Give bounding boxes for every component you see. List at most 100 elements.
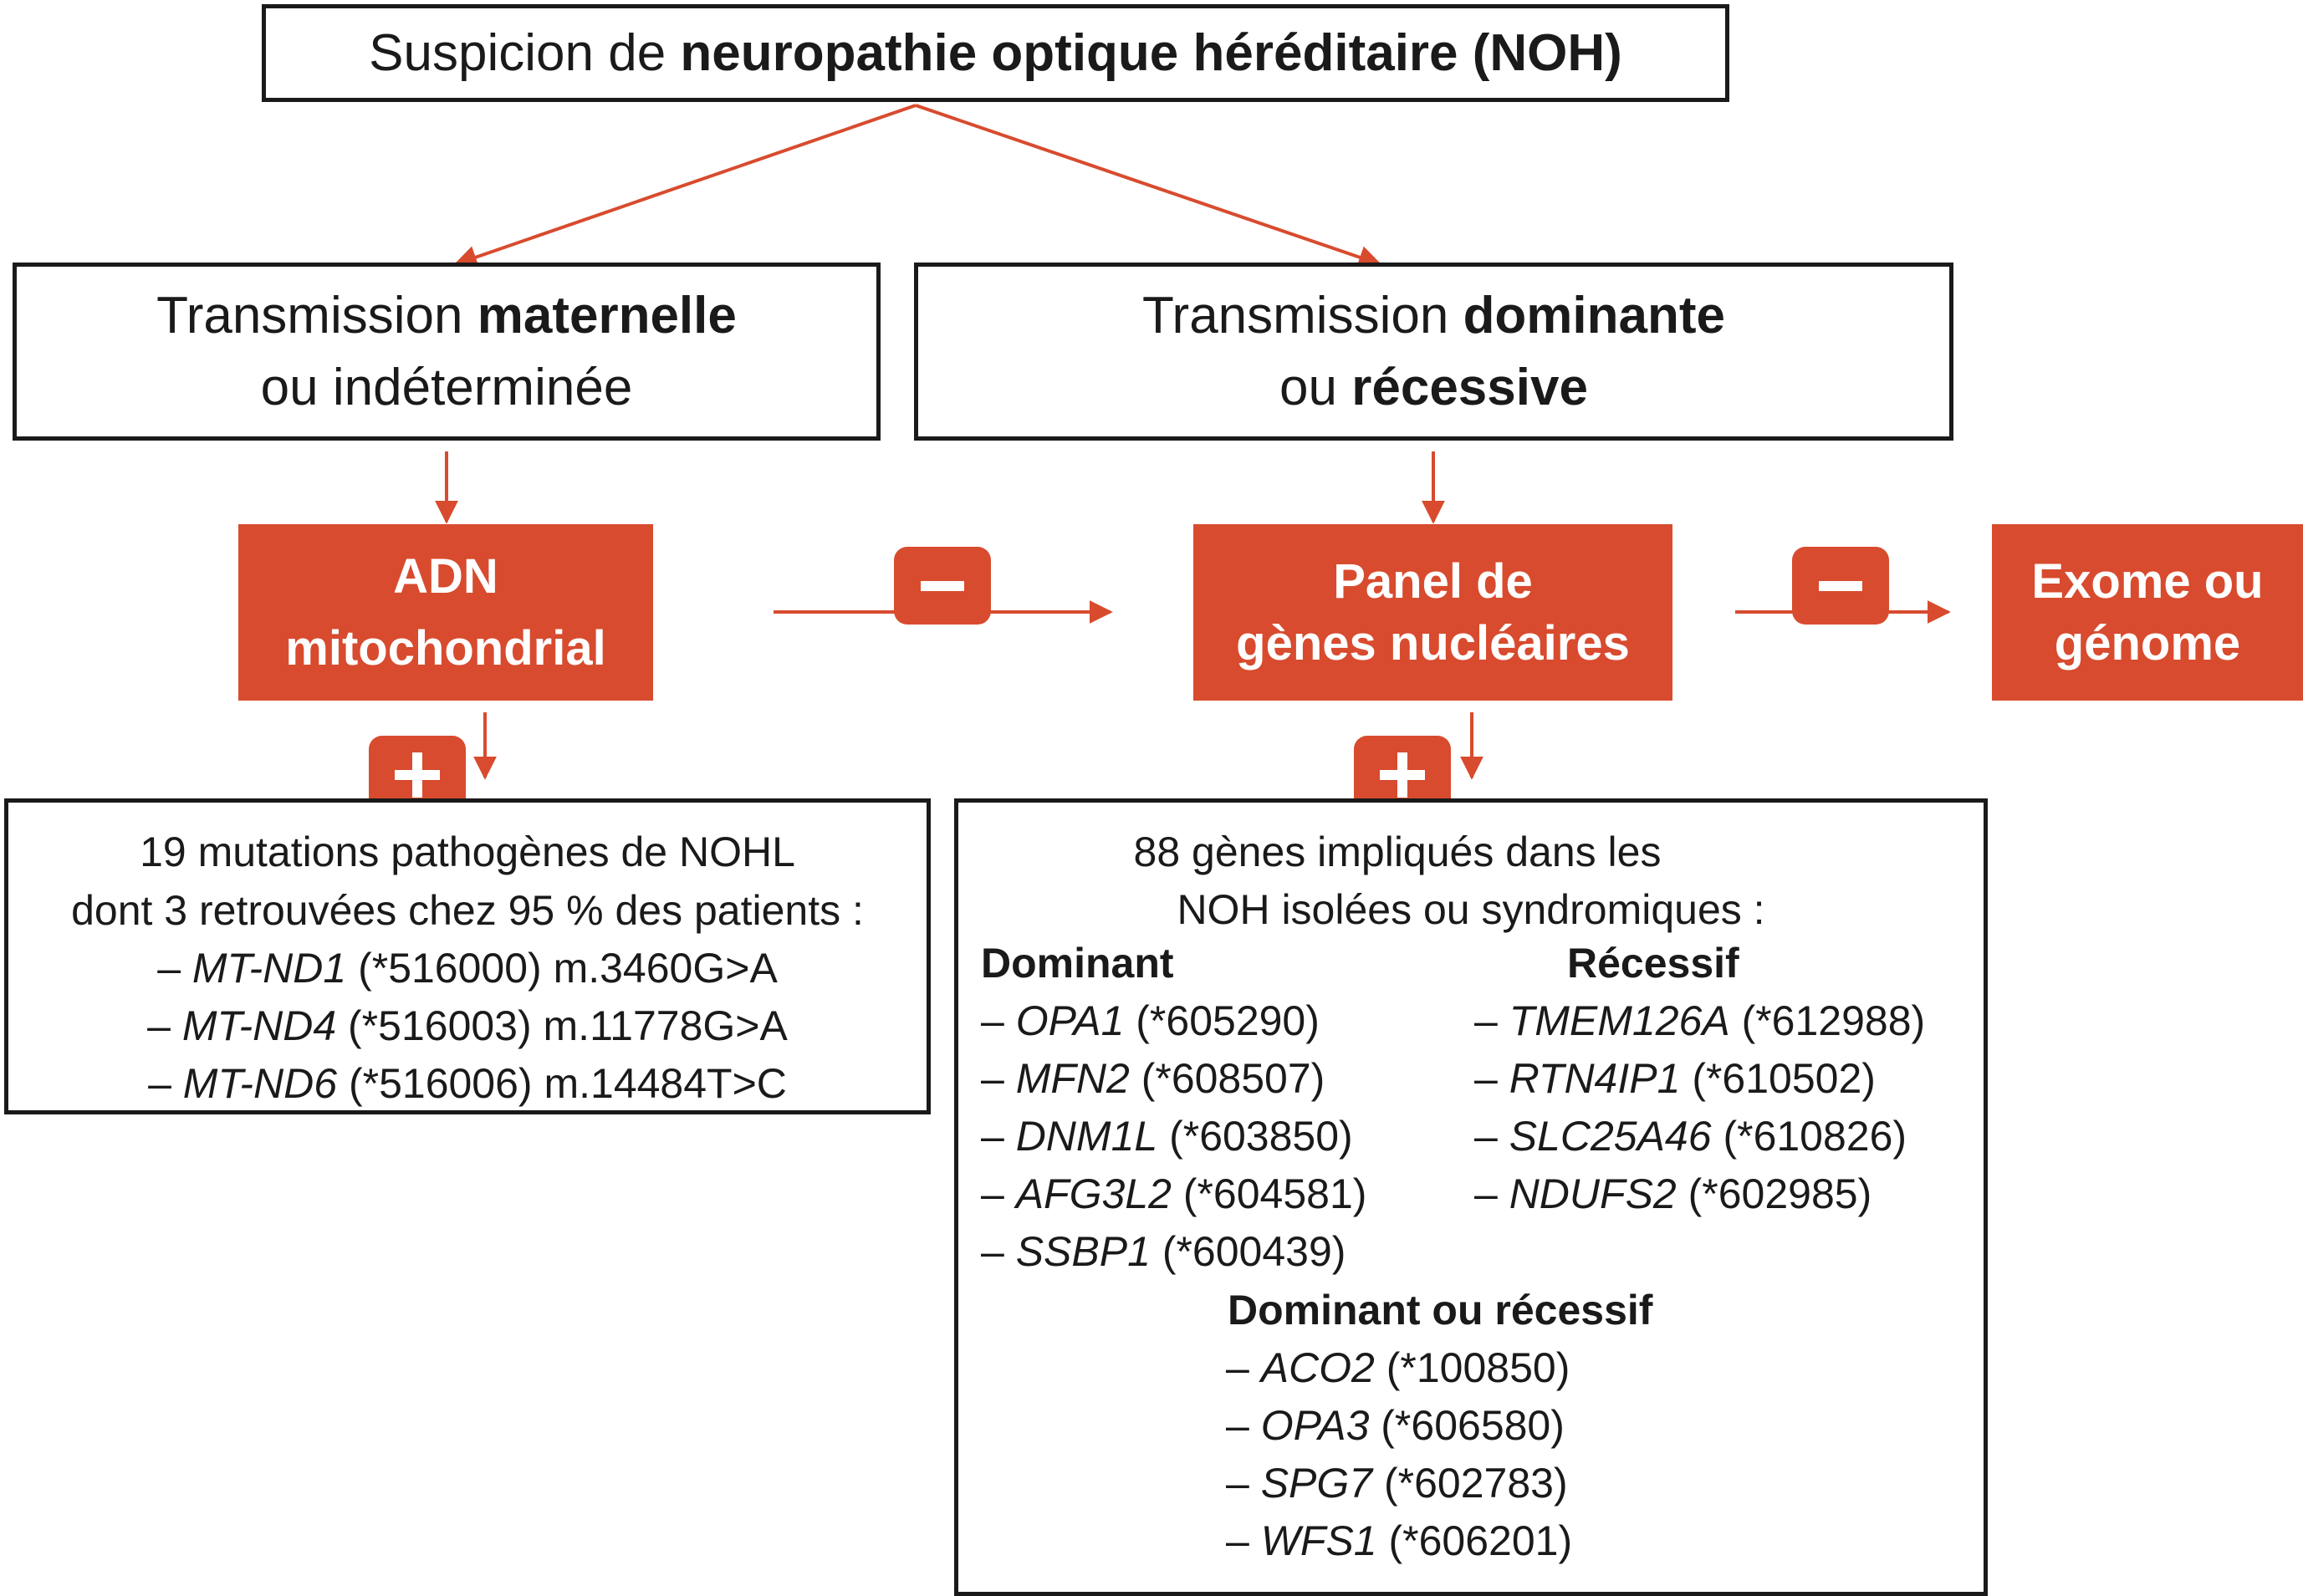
gene-detail: (*610826) — [1711, 1113, 1907, 1160]
adn-line2: mitochondrial — [285, 620, 606, 676]
gene-detail: (*516003) m.11778G>A — [336, 1002, 788, 1049]
list-dash: – — [1226, 1344, 1261, 1391]
gene-item: – SLC25A46 (*610826) — [1474, 1108, 1925, 1165]
gene-detail: (*606201) — [1376, 1517, 1573, 1564]
dominant-or-recessive-gene-list: – ACO2 (*100850)– OPA3 (*606580)– SPG7 (… — [1226, 1339, 1572, 1570]
gene-item: – WFS1 (*606201) — [1226, 1512, 1572, 1570]
list-dash: – — [981, 1113, 1016, 1160]
dominant-line2-prefix: ou — [1279, 358, 1352, 416]
mito-line2: dont 3 retrouvées chez 95 % des patients… — [71, 887, 864, 934]
minus-icon — [921, 580, 964, 591]
gene-name: SSBP1 — [1015, 1228, 1151, 1275]
gene-name: RTN4IP1 — [1509, 1055, 1681, 1102]
gene-name: ACO2 — [1260, 1344, 1375, 1391]
gene-detail: (*516000) m.3460G>A — [346, 945, 778, 992]
mito-result-box: 19 mutations pathogènes de NOHL dont 3 r… — [4, 798, 931, 1114]
arrow-top-to-dominant — [915, 104, 1382, 269]
gene-detail: (*604581) — [1171, 1170, 1367, 1217]
list-dash: – — [157, 945, 192, 992]
nuclear-line2: NOH isolées ou syndromiques : — [1177, 886, 1765, 933]
gene-item: – NDUFS2 (*602985) — [1474, 1165, 1925, 1223]
minus-icon — [1819, 580, 1862, 591]
gene-detail: (*610502) — [1680, 1055, 1876, 1102]
gene-name: SPG7 — [1260, 1460, 1373, 1507]
gene-item: – MFN2 (*608507) — [981, 1050, 1366, 1108]
gene-name: NDUFS2 — [1509, 1170, 1677, 1217]
recessive-title: Récessif — [1567, 940, 1739, 987]
maternal-transmission-box: Transmission maternelle ou indéterminée — [13, 263, 881, 441]
list-dash: – — [1474, 1055, 1509, 1102]
dominant-line2-bold: récessive — [1351, 358, 1588, 416]
list-dash: – — [981, 1055, 1016, 1102]
gene-name: SLC25A46 — [1509, 1113, 1712, 1160]
gene-name: MT-ND1 — [191, 945, 347, 992]
gene-item: – OPA3 (*606580) — [1226, 1397, 1572, 1455]
gene-item: – SPG7 (*602783) — [1226, 1455, 1572, 1512]
recessive-gene-list: – TMEM126A (*612988)– RTN4IP1 (*610502)–… — [1474, 992, 1925, 1223]
gene-name: MFN2 — [1015, 1055, 1130, 1102]
gene-detail: (*612988) — [1729, 997, 1926, 1044]
gene-name: MT-ND6 — [182, 1060, 338, 1107]
gene-detail: (*600439) — [1150, 1228, 1346, 1275]
gene-item: – OPA1 (*605290) — [981, 992, 1366, 1050]
list-dash: – — [981, 1228, 1016, 1275]
gene-detail: (*602783) — [1372, 1460, 1568, 1507]
gene-detail: (*605290) — [1124, 997, 1320, 1044]
maternal-line1: Transmission maternelle — [156, 280, 737, 352]
panel-line1: Panel de — [1333, 553, 1533, 609]
maternal-prefix: Transmission — [156, 286, 477, 344]
plus-icon-v — [1397, 752, 1407, 798]
dominant-transmission-box: Transmission dominante ou récessive — [914, 263, 1953, 441]
gene-name: OPA1 — [1015, 997, 1125, 1044]
gene-item: – RTN4IP1 (*610502) — [1474, 1050, 1925, 1108]
suspicion-text: Suspicion de neuropathie optique hérédit… — [369, 23, 1622, 83]
suspicion-box: Suspicion de neuropathie optique hérédit… — [262, 4, 1729, 102]
exome-line2: génome — [2054, 615, 2241, 671]
list-dash: – — [1474, 997, 1509, 1044]
gene-name: AFG3L2 — [1015, 1170, 1172, 1217]
panel-line2: gènes nucléaires — [1236, 615, 1630, 671]
exome-line1: Exome ou — [2031, 553, 2264, 609]
gene-name: DNM1L — [1015, 1113, 1158, 1160]
list-dash: – — [148, 1060, 183, 1107]
suspicion-bold: neuropathie optique héréditaire (NOH) — [680, 24, 1622, 82]
gene-name: OPA3 — [1260, 1402, 1370, 1449]
minus-badge-1 — [894, 547, 991, 625]
gene-name: WFS1 — [1260, 1517, 1377, 1564]
list-dash: – — [981, 1170, 1016, 1217]
gene-name: MT-ND4 — [181, 1002, 337, 1049]
list-dash: – — [1226, 1402, 1261, 1449]
arrow-top-to-maternal — [453, 104, 917, 269]
plus-icon-v — [412, 752, 422, 798]
gene-detail: (*608507) — [1129, 1055, 1325, 1102]
gene-item: – DNM1L (*603850) — [981, 1108, 1366, 1165]
minus-badge-2 — [1792, 547, 1889, 625]
suspicion-prefix: Suspicion de — [369, 24, 681, 82]
list-dash: – — [1226, 1460, 1261, 1507]
gene-detail: (*516006) m.14484T>C — [337, 1060, 787, 1107]
dominant-prefix: Transmission — [1141, 286, 1463, 344]
gene-name: TMEM126A — [1509, 997, 1730, 1044]
list-dash: – — [981, 997, 1016, 1044]
panel-genes-box: Panel de gènes nucléaires — [1193, 524, 1672, 701]
gene-detail: (*602985) — [1676, 1170, 1872, 1217]
dominant-line2: ou récessive — [1142, 352, 1725, 424]
dominant-title: Dominant — [981, 940, 1174, 987]
adn-mitochondrial-box: ADN mitochondrial — [238, 524, 653, 701]
list-dash: – — [1226, 1517, 1261, 1564]
adn-line1: ADN — [393, 548, 498, 604]
list-dash: – — [147, 1002, 182, 1049]
nuclear-line1: 88 gènes impliqués dans les — [1133, 829, 1662, 875]
mutation-item: – MT-ND4 (*516003) m.11778G>A — [8, 997, 927, 1055]
maternal-bold: maternelle — [477, 286, 737, 344]
mito-line1: 19 mutations pathogènes de NOHL — [140, 829, 795, 875]
gene-detail: (*100850) — [1374, 1344, 1570, 1391]
mutation-item: – MT-ND1 (*516000) m.3460G>A — [8, 940, 927, 997]
gene-detail: (*606580) — [1369, 1402, 1565, 1449]
dominant-line1: Transmission dominante — [1142, 280, 1725, 352]
gene-item: – SSBP1 (*600439) — [981, 1223, 1366, 1281]
gene-detail: (*603850) — [1157, 1113, 1353, 1160]
list-dash: – — [1474, 1170, 1509, 1217]
mito-mutation-list: – MT-ND1 (*516000) m.3460G>A– MT-ND4 (*5… — [8, 940, 927, 1113]
dominant-bold: dominante — [1463, 286, 1726, 344]
